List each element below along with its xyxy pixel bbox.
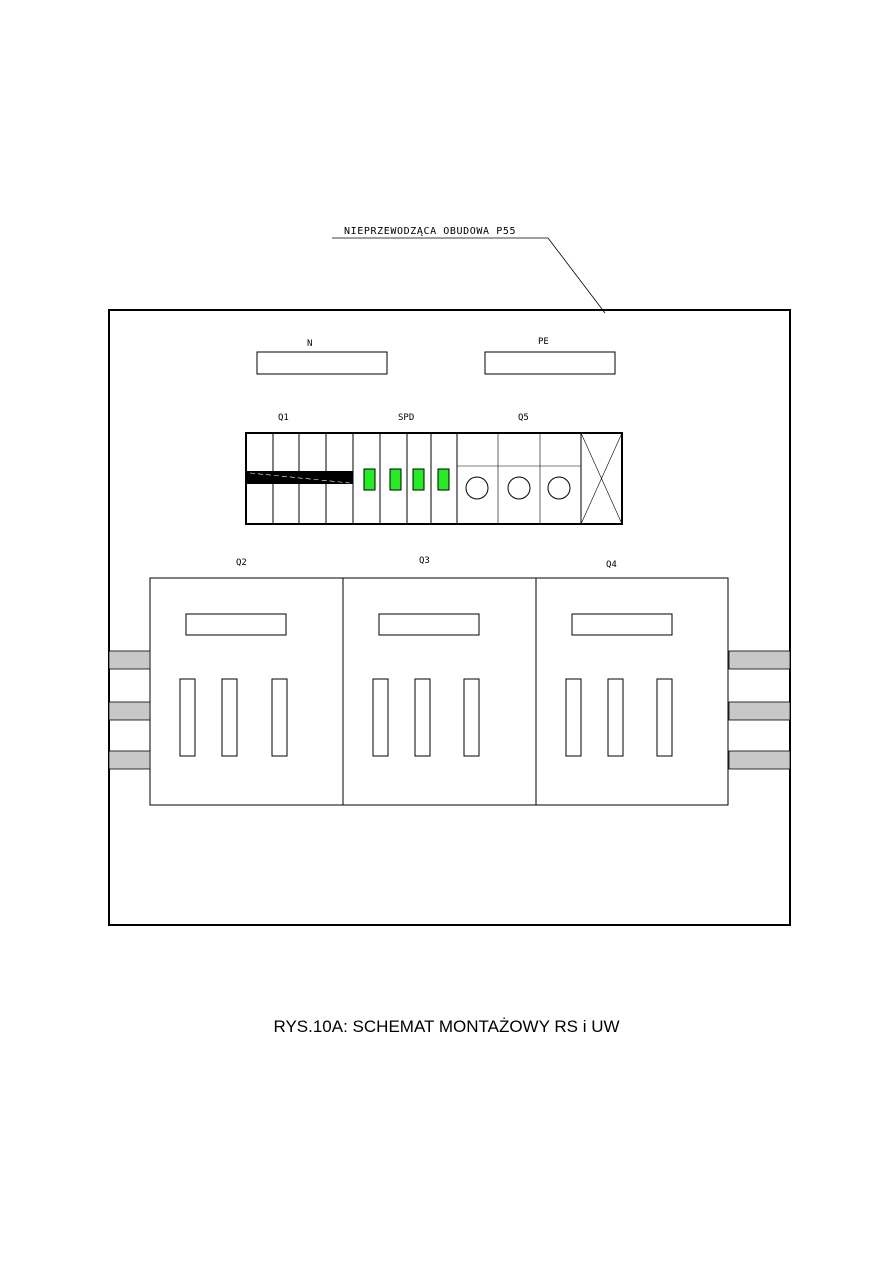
q4-unit — [565, 613, 673, 757]
switch-units-frame — [149, 577, 729, 806]
spd-label: SPD — [398, 413, 414, 423]
terminal-block — [728, 701, 791, 721]
busbar-pe: PE — [484, 337, 616, 375]
figure-caption: RYS.10A: SCHEMAT MONTAŻOWY RS i UW — [273, 1017, 620, 1036]
q5-fuse-circle — [465, 476, 489, 500]
busbar-n-bar — [256, 351, 388, 375]
busbar-n-label: N — [307, 339, 312, 349]
q4-label: Q4 — [606, 560, 617, 570]
q4-fuse-slot — [656, 678, 673, 757]
q5-label: Q5 — [518, 413, 529, 423]
callout-leader — [547, 237, 606, 314]
din-rail-devices: Q1 SPD Q5 — [245, 413, 623, 525]
right-terminals — [728, 650, 791, 770]
q2-fuse-slot — [221, 678, 238, 757]
q2-label: Q2 — [236, 558, 247, 568]
terminal-block — [108, 750, 151, 770]
q1-handle-dash — [249, 472, 351, 484]
switch-fuse-units: Q2 Q3 Q4 — [149, 556, 729, 806]
callout-text: NIEPRZEWODZĄCA OBUDOWA P55 — [344, 226, 516, 237]
q1-handle-bar — [246, 471, 353, 484]
q2-fuse-slot — [271, 678, 288, 757]
q5-fuse-circle — [507, 476, 531, 500]
q3-nameplate — [378, 613, 480, 636]
q4-fuse-slot — [607, 678, 624, 757]
left-terminals — [108, 650, 151, 770]
q1-device — [246, 433, 354, 524]
q3-fuse-slot — [463, 678, 480, 757]
q5-device — [457, 433, 582, 524]
q2-unit — [179, 613, 288, 757]
terminal-block — [728, 650, 791, 670]
q3-fuse-slot — [414, 678, 431, 757]
enclosure-outline — [108, 309, 791, 926]
busbar-pe-label: PE — [538, 337, 549, 347]
q1-label: Q1 — [278, 413, 289, 423]
busbar-pe-bar — [484, 351, 616, 375]
q5-fuse-circle — [547, 476, 571, 500]
busbar-n: N — [256, 339, 388, 375]
q2-fuse-slot — [179, 678, 196, 757]
blank-module — [580, 432, 623, 525]
spd-indicator — [437, 468, 450, 491]
blank-module-cross-b — [580, 432, 623, 525]
terminal-block — [728, 750, 791, 770]
q3-label: Q3 — [419, 556, 430, 566]
q3-fuse-slot — [372, 678, 389, 757]
q3-unit — [372, 613, 480, 757]
spd-indicator — [363, 468, 376, 491]
q2-nameplate — [185, 613, 287, 636]
terminal-block — [108, 650, 151, 670]
enclosure-callout: NIEPRZEWODZĄCA OBUDOWA P55 — [332, 226, 606, 314]
q4-nameplate — [571, 613, 673, 636]
terminal-block — [108, 701, 151, 721]
q4-fuse-slot — [565, 678, 582, 757]
spd-device — [363, 433, 458, 524]
spd-indicator — [389, 468, 402, 491]
spd-indicator — [412, 468, 425, 491]
